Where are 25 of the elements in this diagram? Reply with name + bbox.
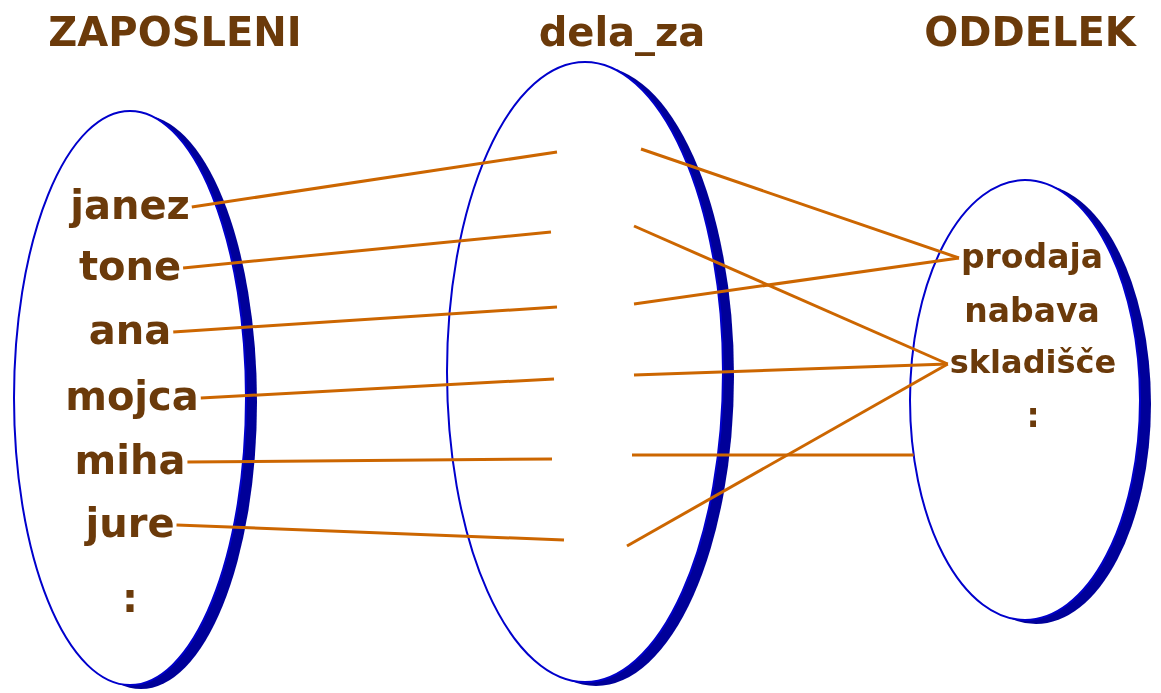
set-ellipse bbox=[13, 110, 257, 689]
connector-line bbox=[626, 362, 949, 548]
connector-line bbox=[633, 224, 949, 366]
connector-line bbox=[173, 305, 558, 334]
connector-line bbox=[191, 150, 558, 209]
set-title: ZAPOSLENI bbox=[48, 12, 302, 52]
set-element: miha bbox=[74, 440, 186, 480]
ellipsis-mark: : bbox=[122, 578, 138, 618]
set-element: ana bbox=[88, 310, 172, 350]
connector-line bbox=[200, 377, 555, 400]
connector-line bbox=[176, 523, 565, 542]
connector-line bbox=[632, 453, 914, 457]
set-ellipse bbox=[909, 179, 1151, 624]
connector-line bbox=[187, 457, 552, 464]
connector-line bbox=[182, 230, 552, 270]
connector-line bbox=[633, 362, 948, 377]
set-element: skladišče bbox=[949, 346, 1117, 378]
set-element: tone bbox=[78, 246, 182, 286]
ellipsis-mark: : bbox=[1026, 398, 1040, 432]
set-element: prodaja bbox=[961, 239, 1103, 273]
connector-line bbox=[640, 147, 960, 260]
set-ellipse bbox=[446, 61, 734, 686]
set-element: nabava bbox=[964, 293, 1100, 327]
connector-line bbox=[633, 256, 960, 306]
set-title: ODDELEK bbox=[924, 12, 1136, 52]
